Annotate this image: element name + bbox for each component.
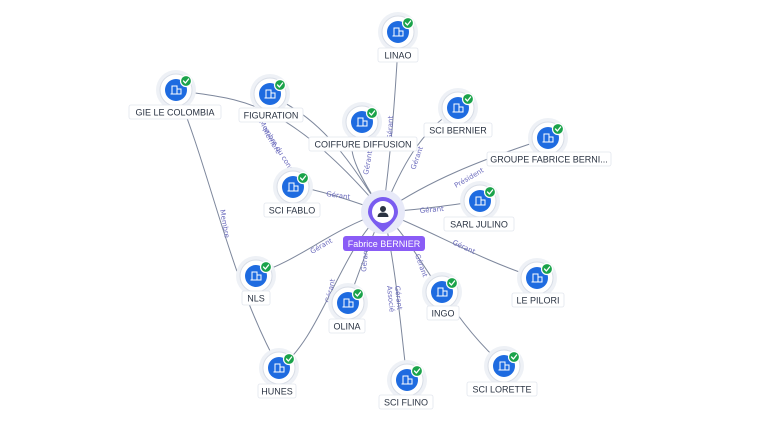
verified-check-icon	[273, 78, 287, 92]
person-label-center[interactable]: Fabrice BERNIER	[343, 236, 425, 251]
verified-check-icon	[410, 364, 424, 378]
company-name: GROUPE FABRICE BERNI...	[490, 155, 608, 165]
verified-check-icon	[507, 350, 521, 364]
building-icon	[459, 180, 501, 222]
company-label-groupe-fabrice-bernier[interactable]: GROUPE FABRICE BERNI...	[486, 151, 612, 167]
company-node-sci-fablo[interactable]	[272, 166, 314, 208]
edge-label-ingo: Gérant	[413, 253, 429, 279]
company-name: HUNES	[261, 387, 293, 397]
edge-label-nls: Gérant	[309, 237, 334, 256]
company-name: SCI FLINO	[384, 398, 428, 408]
edge-label-sarl-julino: Gérant	[419, 205, 444, 215]
company-label-linao[interactable]: LINAO	[377, 47, 419, 63]
company-label-figuration[interactable]: FIGURATION	[238, 107, 304, 123]
building-icon	[327, 282, 369, 324]
company-label-sci-flino[interactable]: SCI FLINO	[378, 394, 434, 410]
building-icon	[272, 166, 314, 208]
verified-check-icon	[445, 276, 459, 290]
verified-check-icon	[401, 16, 415, 30]
company-name: GIE LE COLOMBIA	[135, 108, 214, 118]
verified-check-icon	[351, 287, 365, 301]
company-label-ingo[interactable]: INGO	[426, 305, 460, 321]
company-name: SARL JULINO	[450, 220, 508, 230]
verified-check-icon	[259, 260, 273, 274]
company-label-nls[interactable]: NLS	[241, 290, 271, 306]
company-node-hunes[interactable]	[258, 347, 300, 389]
company-name: LE PILORI	[516, 296, 559, 306]
company-label-sarl-julino[interactable]: SARL JULINO	[443, 216, 515, 232]
company-node-gie-le-colombia[interactable]	[155, 69, 197, 111]
building-icon	[483, 345, 525, 387]
company-name: NLS	[247, 294, 265, 304]
company-label-gie-le-colombia[interactable]: GIE LE COLOMBIA	[128, 104, 222, 120]
building-icon	[377, 11, 419, 53]
company-node-le-pilori[interactable]	[516, 257, 558, 299]
building-icon	[258, 347, 300, 389]
edge-label-linao: Gérant	[386, 115, 395, 140]
person-icon	[377, 206, 389, 217]
verified-check-icon	[540, 262, 554, 276]
company-label-sci-lorette[interactable]: SCI LORETTE	[466, 381, 538, 397]
verified-check-icon	[551, 122, 565, 136]
company-label-hunes[interactable]: HUNES	[257, 383, 297, 399]
company-name: INGO	[431, 309, 454, 319]
company-name: SCI BERNIER	[429, 126, 487, 136]
company-node-olina[interactable]	[327, 282, 369, 324]
verified-check-icon	[282, 352, 296, 366]
company-node-coiffure-diffusion[interactable]	[341, 101, 383, 143]
company-node-linao[interactable]	[377, 11, 419, 53]
building-icon	[437, 87, 479, 129]
company-node-sci-bernier[interactable]	[437, 87, 479, 129]
company-label-sci-fablo[interactable]: SCI FABLO	[263, 202, 321, 218]
verified-check-icon	[179, 74, 193, 88]
person-name: Fabrice BERNIER	[348, 239, 421, 249]
building-icon	[341, 101, 383, 143]
company-node-sarl-julino[interactable]	[459, 180, 501, 222]
edge-label-sci-flino-b: Associé	[385, 285, 396, 312]
company-name: FIGURATION	[244, 111, 299, 121]
company-node-sci-lorette[interactable]	[483, 345, 525, 387]
building-icon	[235, 255, 277, 297]
edge-label-sci-fablo: Gérant	[326, 190, 351, 201]
person-node-center[interactable]	[361, 190, 405, 234]
company-node-nls[interactable]	[235, 255, 277, 297]
building-icon	[386, 359, 428, 401]
edge-label-gie: Membre	[218, 209, 231, 239]
building-icon	[516, 257, 558, 299]
building-icon	[155, 69, 197, 111]
verified-check-icon	[461, 92, 475, 106]
company-label-le-pilori[interactable]: LE PILORI	[511, 292, 565, 308]
verified-check-icon	[483, 185, 497, 199]
verified-check-icon	[296, 171, 310, 185]
edge-label-hunes: Gérant	[360, 247, 370, 272]
company-label-olina[interactable]: OLINA	[328, 318, 366, 334]
company-name: COIFFURE DIFFUSION	[315, 140, 412, 150]
company-name: SCI LORETTE	[472, 385, 531, 395]
verified-check-icon	[365, 106, 379, 120]
company-name: SCI FABLO	[269, 206, 316, 216]
edge-label-le-pilori: Gérant	[451, 239, 476, 257]
edge-label-sci-flino-a: Gérant	[393, 285, 403, 310]
company-name: OLINA	[333, 322, 360, 332]
edge-label-coiffure: Gérant	[362, 150, 374, 175]
company-label-coiffure-diffusion[interactable]: COIFFURE DIFFUSION	[308, 136, 418, 152]
company-node-sci-flino[interactable]	[386, 359, 428, 401]
company-name: LINAO	[384, 51, 411, 61]
company-label-sci-bernier[interactable]: SCI BERNIER	[423, 122, 493, 138]
